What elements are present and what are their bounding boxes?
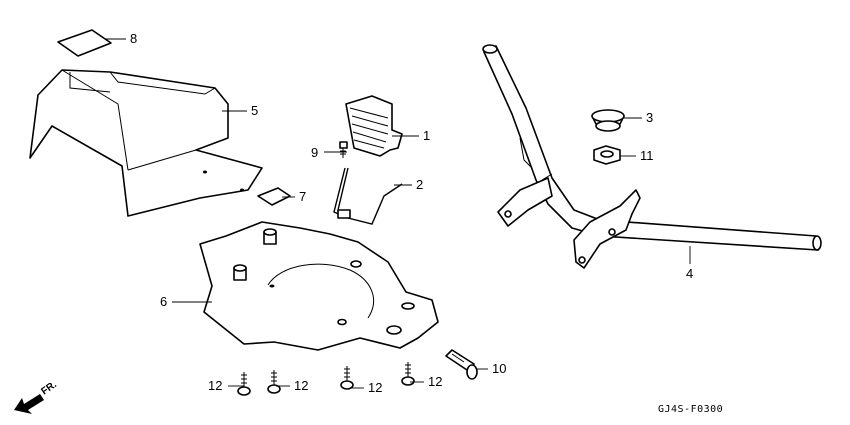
callout-12-d: 12 bbox=[428, 374, 442, 389]
part-5-front-handle-cover bbox=[29, 69, 263, 217]
part-3-rubber-cap bbox=[591, 109, 625, 132]
figure-code: GJ4S-F0300 bbox=[658, 404, 723, 415]
callout-7: 7 bbox=[299, 189, 306, 204]
part-9-screw bbox=[339, 141, 348, 158]
callout-11: 11 bbox=[640, 148, 654, 163]
callout-6: 6 bbox=[160, 294, 167, 309]
part-12-tapping-screw-b bbox=[267, 370, 281, 394]
callout-10: 10 bbox=[492, 361, 506, 376]
part-12-tapping-screw-d bbox=[401, 362, 415, 386]
part-6-rear-handle-cover bbox=[199, 221, 439, 351]
leader-lines bbox=[106, 38, 691, 389]
part-4-handlebar-pipe bbox=[482, 44, 822, 269]
callout-12-b: 12 bbox=[294, 378, 308, 393]
part-7-small-pad bbox=[257, 187, 291, 206]
callout-9: 9 bbox=[311, 145, 318, 160]
callout-4: 4 bbox=[686, 266, 693, 281]
callout-12-c: 12 bbox=[368, 380, 382, 395]
callout-5: 5 bbox=[251, 103, 258, 118]
callout-12-a: 12 bbox=[208, 378, 222, 393]
callout-1: 1 bbox=[423, 128, 430, 143]
front-direction-arrow-icon bbox=[14, 394, 44, 414]
part-10-bolt bbox=[445, 349, 478, 380]
part-1-grille bbox=[345, 95, 403, 157]
part-2-wire-bracket bbox=[333, 167, 403, 225]
part-12-tapping-screw-a bbox=[237, 372, 251, 396]
part-12-tapping-screw-c bbox=[340, 366, 354, 390]
callout-3: 3 bbox=[646, 110, 653, 125]
callout-2: 2 bbox=[416, 177, 423, 192]
front-direction-label: FR. bbox=[39, 379, 59, 397]
callout-8: 8 bbox=[130, 31, 137, 46]
part-11-nut bbox=[593, 145, 621, 165]
part-8-emblem-pad bbox=[57, 29, 112, 57]
